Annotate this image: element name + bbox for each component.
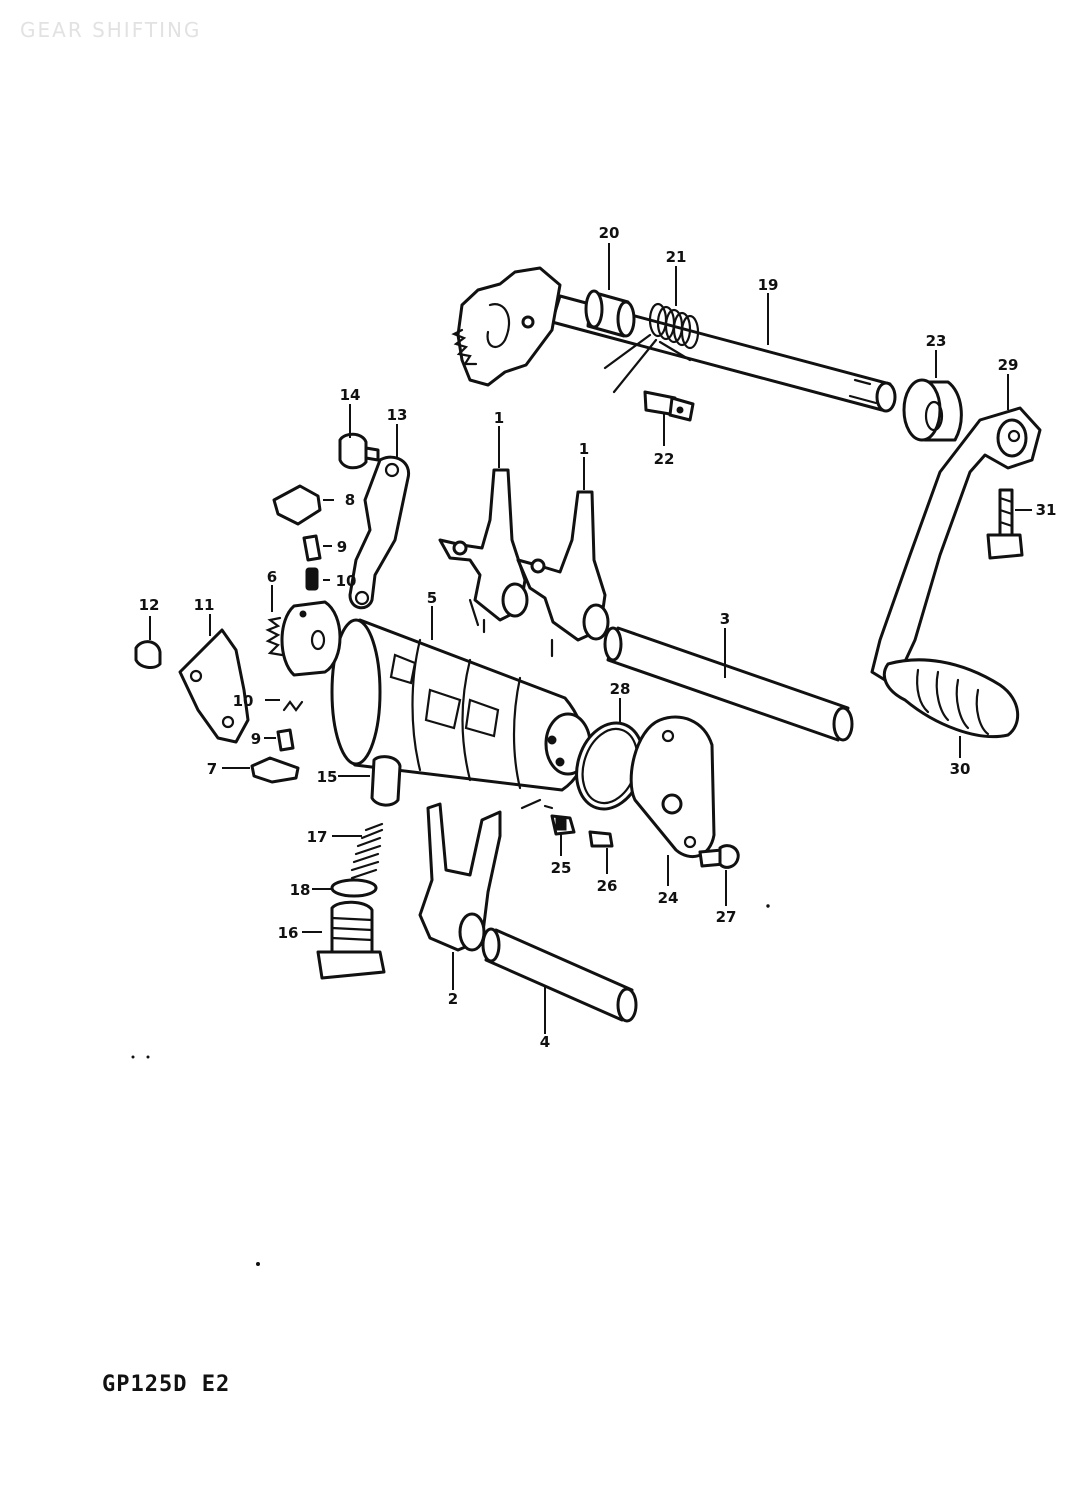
callout-numbers: 20 21 19 23 29 31 30 22 1 1 3 5 6 11 12 … bbox=[139, 224, 1057, 1051]
pin-9-upper bbox=[302, 534, 322, 562]
callout-23: 23 bbox=[926, 332, 947, 350]
callout-25: 25 bbox=[551, 859, 572, 877]
model-code: GP125D E2 bbox=[102, 1372, 231, 1397]
callout-1a: 1 bbox=[494, 409, 504, 427]
fork-shaft-4 bbox=[481, 927, 638, 1023]
callout-21: 21 bbox=[666, 248, 687, 266]
pin-9-lower bbox=[276, 728, 295, 752]
callout-9-lower: 9 bbox=[251, 730, 261, 748]
callout-14: 14 bbox=[340, 386, 361, 404]
callout-31: 31 bbox=[1036, 501, 1057, 519]
guide-plate-11 bbox=[178, 628, 250, 744]
callout-16: 16 bbox=[278, 924, 299, 942]
callout-11: 11 bbox=[194, 596, 215, 614]
gear-shift-lever bbox=[870, 406, 1042, 739]
shift-fork-1-left bbox=[438, 468, 529, 634]
spring-10-lower bbox=[282, 700, 304, 712]
pawl-8 bbox=[272, 484, 322, 526]
callout-10-upper: 10 bbox=[336, 572, 357, 590]
screw-12 bbox=[134, 640, 162, 669]
callout-29: 29 bbox=[998, 356, 1019, 374]
spring-10-upper bbox=[305, 567, 319, 591]
callout-24: 24 bbox=[658, 889, 679, 907]
diagram-title: GEAR SHIFTING bbox=[20, 18, 202, 42]
callout-9-upper: 9 bbox=[337, 538, 347, 556]
cover-24 bbox=[629, 715, 716, 859]
shift-shaft bbox=[451, 266, 897, 422]
callout-27: 27 bbox=[716, 908, 737, 926]
screw-27 bbox=[698, 844, 740, 869]
shift-fork-1-right bbox=[516, 490, 610, 658]
leader-lines bbox=[149, 243, 1032, 1034]
shift-fork-2 bbox=[418, 802, 502, 952]
callout-20: 20 bbox=[599, 224, 620, 242]
callout-13: 13 bbox=[387, 406, 408, 424]
fork-shaft-3 bbox=[603, 626, 854, 742]
callout-1b: 1 bbox=[579, 440, 589, 458]
callout-30: 30 bbox=[950, 760, 971, 778]
plug-16 bbox=[316, 900, 386, 980]
oil-seal-23 bbox=[902, 378, 963, 442]
cam-stopper-plate-13 bbox=[348, 455, 411, 610]
callout-17: 17 bbox=[307, 828, 328, 846]
contact-26 bbox=[588, 830, 614, 848]
callout-7: 7 bbox=[207, 760, 217, 778]
callout-18: 18 bbox=[290, 881, 311, 899]
callout-15: 15 bbox=[317, 768, 338, 786]
callout-19: 19 bbox=[758, 276, 779, 294]
callout-26: 26 bbox=[597, 877, 618, 895]
callout-5: 5 bbox=[427, 589, 437, 607]
return-spring bbox=[603, 302, 700, 394]
callout-28: 28 bbox=[610, 680, 631, 698]
washer-18 bbox=[330, 878, 378, 898]
gear-shift-cam-drum-5 bbox=[330, 618, 592, 810]
callout-22: 22 bbox=[654, 450, 675, 468]
callout-3: 3 bbox=[720, 610, 730, 628]
callout-8: 8 bbox=[345, 491, 355, 509]
callout-4: 4 bbox=[540, 1033, 550, 1051]
stopper-15 bbox=[370, 755, 402, 807]
cam-driven-gear-6 bbox=[265, 600, 342, 677]
callout-12: 12 bbox=[139, 596, 160, 614]
callout-6: 6 bbox=[267, 568, 277, 586]
spring-17 bbox=[350, 822, 384, 880]
callout-2: 2 bbox=[448, 990, 458, 1008]
pawl-7 bbox=[250, 756, 300, 784]
bolt-14 bbox=[338, 432, 380, 470]
callout-10-lower: 10 bbox=[233, 692, 254, 710]
